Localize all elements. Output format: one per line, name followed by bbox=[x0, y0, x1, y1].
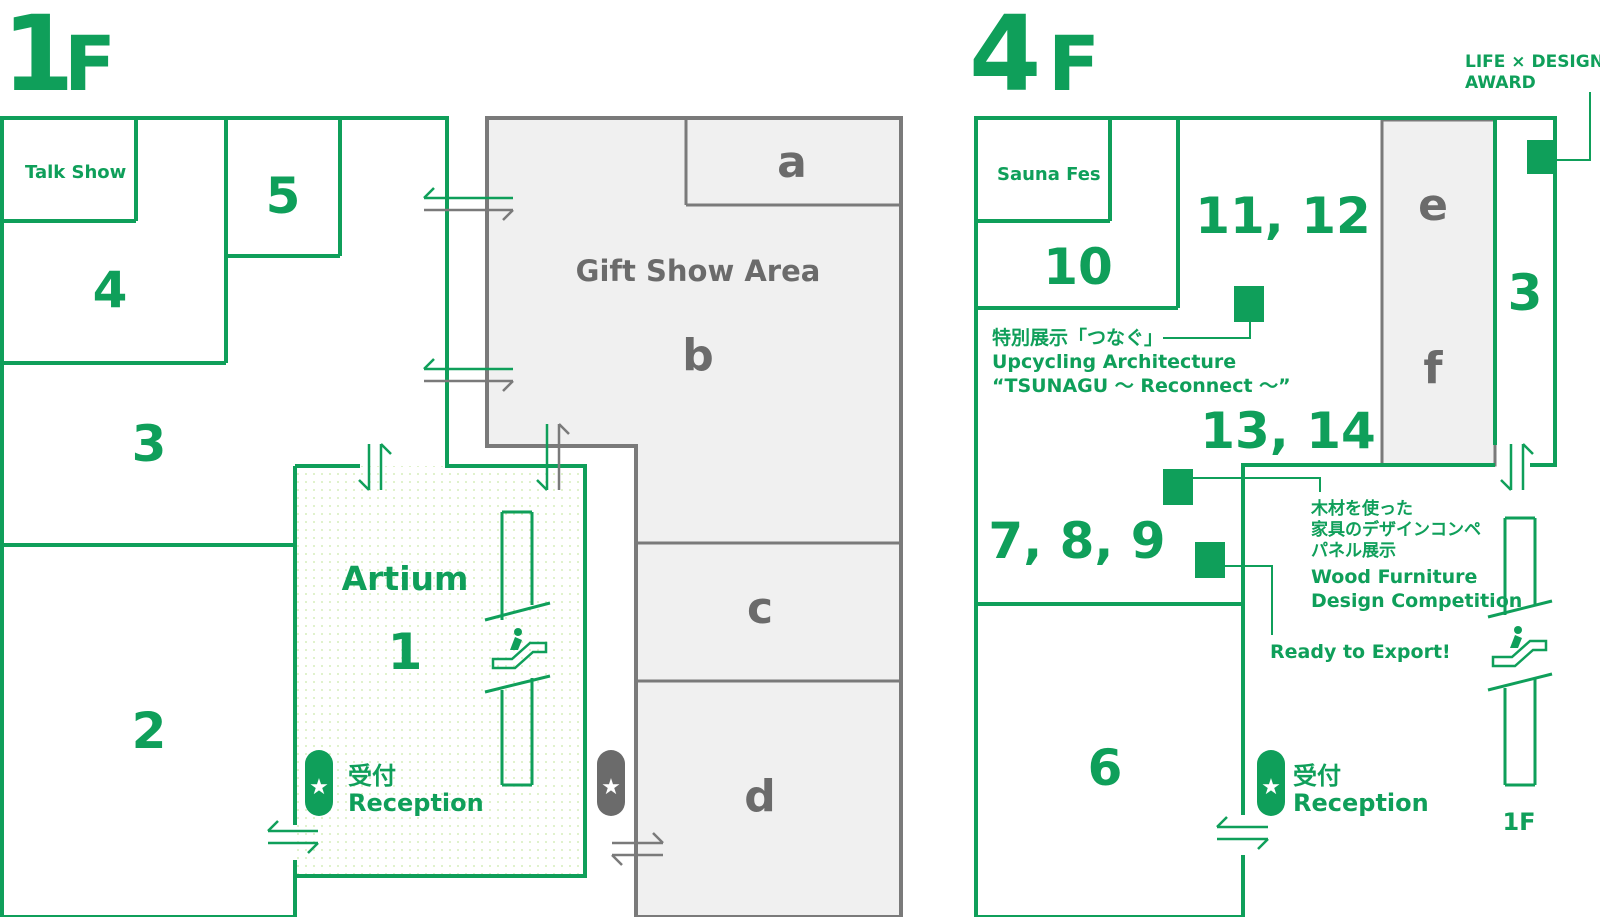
wood-label-en-2: Design Competition bbox=[1311, 590, 1522, 612]
special-label-2: Upcycling Architecture bbox=[992, 351, 1236, 373]
room-a: a bbox=[777, 137, 807, 188]
escalator-1f bbox=[484, 510, 551, 787]
marker-export bbox=[1195, 542, 1225, 578]
room-4f-6: 6 bbox=[1088, 739, 1123, 797]
life-design-label-1: LIFE × DESIGN bbox=[1465, 52, 1600, 72]
svg-text:★: ★ bbox=[601, 775, 621, 800]
room-1f-3: 3 bbox=[132, 415, 167, 473]
marker-life-design bbox=[1527, 140, 1557, 174]
room-artium: Artium bbox=[342, 559, 469, 598]
svg-text:★: ★ bbox=[1261, 775, 1281, 800]
room-c: c bbox=[747, 583, 773, 634]
room-sauna-fes: Sauna Fes bbox=[997, 164, 1101, 185]
special-label-3: “TSUNAGU 〜 Reconnect 〜” bbox=[992, 375, 1291, 397]
floor-4f-title-f: F bbox=[1048, 19, 1100, 108]
escalator-to-1f-label: 1F bbox=[1502, 808, 1535, 836]
room-4f-11-12: 11, 12 bbox=[1195, 187, 1371, 245]
floor-1f-title-f: F bbox=[64, 19, 116, 108]
gift-show-area-label: Gift Show Area bbox=[576, 254, 821, 288]
room-b: b bbox=[682, 330, 714, 381]
room-e: e bbox=[1418, 180, 1448, 231]
leader-special bbox=[1163, 322, 1251, 339]
door-arrows-1f bbox=[267, 187, 664, 866]
life-design-label-2: AWARD bbox=[1465, 73, 1536, 93]
wood-label-jp-1: 木材を使った bbox=[1310, 498, 1413, 519]
special-label-1: 特別展示「つなぐ」 bbox=[992, 326, 1163, 349]
escalator-4f-icon bbox=[1491, 626, 1548, 668]
wood-label-jp-2: 家具のデザインコンペ bbox=[1311, 519, 1481, 540]
floor-4f: 4 F bbox=[969, 0, 1600, 917]
gift-reception-marker-1f: ★ bbox=[597, 750, 625, 816]
floor-4f-walls bbox=[974, 116, 1557, 917]
room-f: f bbox=[1423, 343, 1443, 394]
room-1f-4: 4 bbox=[93, 261, 128, 319]
floor-1f-walls bbox=[0, 116, 587, 917]
floor-1f-title-number: 1 bbox=[2, 0, 74, 115]
reception-marker-1f: ★ bbox=[305, 750, 333, 816]
room-1f-2: 2 bbox=[132, 702, 167, 760]
reception-marker-4f: ★ bbox=[1257, 750, 1285, 816]
export-label: Ready to Export! bbox=[1270, 641, 1451, 663]
room-1f-1: 1 bbox=[388, 623, 423, 681]
escalator-1f-icon bbox=[491, 628, 548, 670]
room-1f-5: 5 bbox=[266, 167, 301, 225]
leader-export bbox=[1225, 565, 1273, 635]
reception-1f-jp: 受付 bbox=[348, 762, 396, 790]
reception-4f-jp: 受付 bbox=[1293, 762, 1341, 790]
room-4f-3: 3 bbox=[1508, 264, 1543, 322]
reception-1f-en: Reception bbox=[348, 789, 484, 817]
wood-label-en-1: Wood Furniture bbox=[1311, 566, 1477, 588]
room-4f-10: 10 bbox=[1043, 238, 1113, 296]
room-talk-show: Talk Show bbox=[25, 162, 126, 183]
floor-1f: 1 F bbox=[0, 0, 903, 917]
room-4f-7-8-9: 7, 8, 9 bbox=[988, 512, 1165, 570]
leader-wood bbox=[1193, 477, 1321, 492]
room-d: d bbox=[744, 771, 776, 822]
floor-4f-title-number: 4 bbox=[969, 0, 1041, 115]
reception-4f-en: Reception bbox=[1293, 789, 1429, 817]
room-4f-13-14: 13, 14 bbox=[1200, 402, 1376, 460]
svg-text:★: ★ bbox=[309, 775, 329, 800]
escalator-4f bbox=[1487, 516, 1553, 787]
door-arrows-4f bbox=[1216, 443, 1534, 850]
wood-label-jp-3: パネル展示 bbox=[1311, 541, 1396, 561]
gift-show-zone bbox=[485, 116, 903, 917]
ef-zone bbox=[1380, 118, 1497, 467]
marker-wood bbox=[1163, 469, 1193, 505]
leader-life-design bbox=[1557, 92, 1591, 161]
marker-special bbox=[1234, 286, 1264, 322]
artium-area bbox=[295, 466, 585, 876]
